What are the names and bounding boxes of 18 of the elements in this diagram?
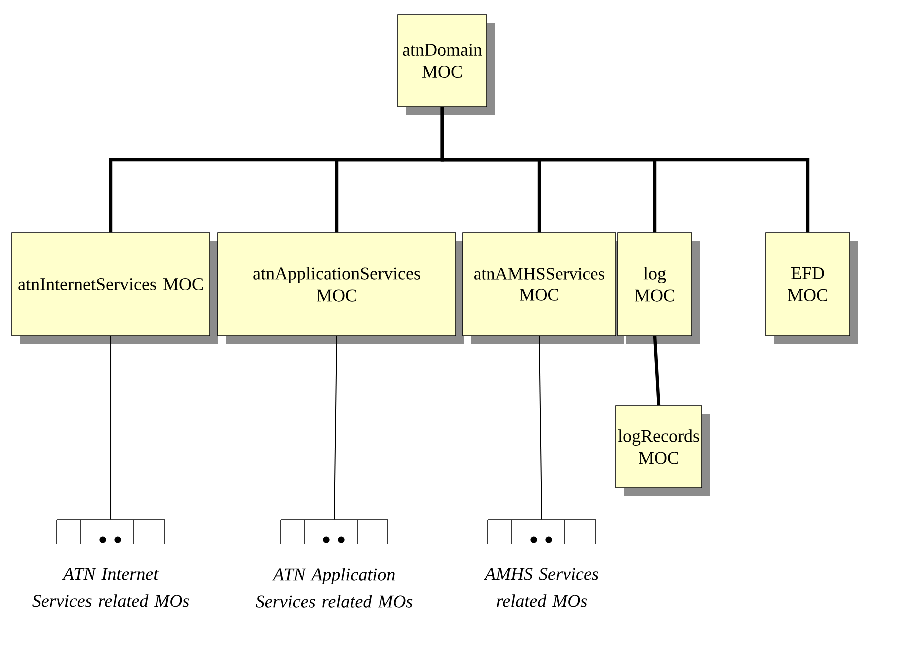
node-label: AMHS Services related MOs (484, 568, 598, 608)
connector-line (334, 336, 338, 520)
group-symbol (488, 520, 596, 544)
group-symbol (280, 520, 388, 544)
connector-line (110, 336, 112, 520)
node-label: ATN Internet Services related MOs (32, 568, 190, 608)
class-box: atnAMHSServices MOC (462, 232, 624, 344)
class-box: atnInternetServices MOC (12, 232, 218, 344)
class-box: log MOC (618, 232, 700, 344)
node-label: ATN Application Services related MOs (256, 568, 413, 608)
connector-line (440, 107, 810, 233)
class-box: EFD MOC (766, 232, 858, 344)
connector-line (653, 336, 661, 406)
class-box: atnApplicationServices MOC (218, 232, 464, 344)
connector-line (539, 336, 542, 520)
class-box: logRecords MOC (616, 406, 710, 496)
class-box: atnDomain MOC (398, 14, 495, 115)
group-symbol (56, 520, 166, 544)
